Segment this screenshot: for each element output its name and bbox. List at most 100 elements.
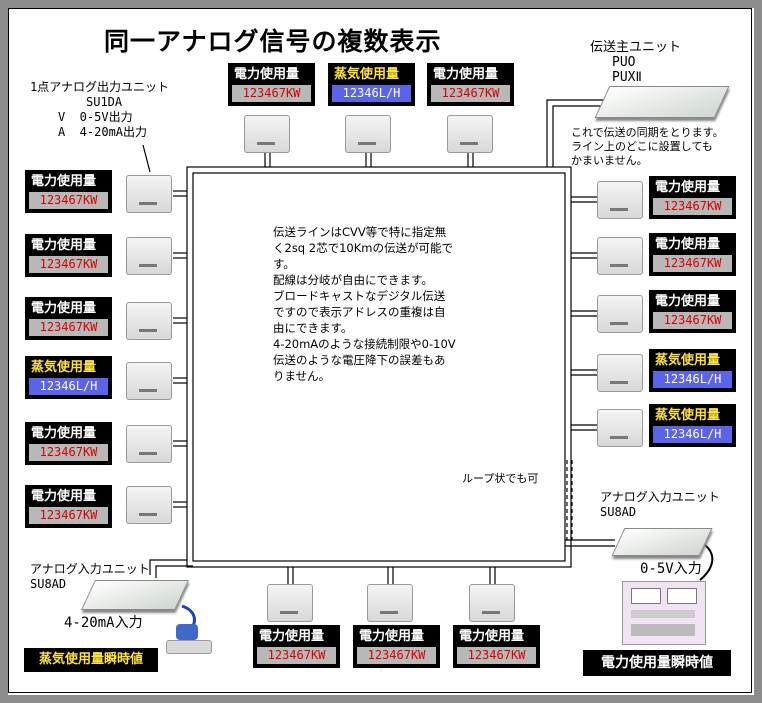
display-label: 蒸気使用量 <box>655 408 721 423</box>
display-right5: 蒸気使用量 12346L/H <box>649 404 736 447</box>
display-bottom2: 電力使用量 123467KW <box>353 625 440 668</box>
terminal-box-right5 <box>597 409 643 447</box>
power-instant-label: 電力使用量瞬時値 <box>583 650 731 676</box>
display-left4: 蒸気使用量 12346L/H <box>25 356 112 399</box>
display-bottom3: 電力使用量 123467KW <box>453 625 540 668</box>
display-value: 123467KW <box>457 647 536 664</box>
display-value: 123467KW <box>653 198 732 215</box>
terminal-box-bottom2 <box>367 584 413 622</box>
display-left2: 電力使用量 123467KW <box>25 234 112 277</box>
display-value: 123467KW <box>29 319 108 336</box>
display-value: 12346L/H <box>29 378 108 395</box>
display-value: 123467KW <box>431 85 510 102</box>
su1da-line3: V 0-5V出力 <box>58 110 133 124</box>
terminal-box-bottom1 <box>267 584 313 622</box>
su1da-line1: 1点アナログ出力ユニット <box>30 80 169 94</box>
master-unit-device <box>594 86 730 118</box>
display-left6: 電力使用量 123467KW <box>25 485 112 528</box>
display-value: 123467KW <box>653 255 732 272</box>
display-value: 123467KW <box>29 507 108 524</box>
page-title: 同一アナログ信号の複数表示 <box>104 27 442 56</box>
center-line9: 伝送のような電圧降下の誤差もあ <box>273 353 446 367</box>
loop-inner <box>192 172 566 562</box>
display-value: 123467KW <box>257 647 336 664</box>
terminal-box-top3 <box>447 115 493 153</box>
display-right2: 電力使用量 123467KW <box>649 233 736 276</box>
flow-meter-icon <box>166 624 212 654</box>
display-label: 電力使用量 <box>31 301 97 316</box>
display-value: 12346L/H <box>653 371 732 388</box>
center-line10: りません。 <box>273 369 331 383</box>
terminal-box-top2 <box>345 115 391 153</box>
terminal-box-right2 <box>597 237 643 275</box>
power-meter-panel-icon <box>622 581 706 645</box>
center-line3: す。 <box>273 257 295 271</box>
display-label: 電力使用量 <box>433 67 499 82</box>
display-right4: 蒸気使用量 12346L/H <box>649 349 736 392</box>
terminal-box-right1 <box>597 181 643 219</box>
display-label: 電力使用量 <box>655 237 721 252</box>
terminal-box-top1 <box>244 115 290 153</box>
terminal-box-right3 <box>597 295 643 333</box>
display-right3: 電力使用量 123467KW <box>649 290 736 333</box>
display-top2: 蒸気使用量 12346L/H <box>328 63 415 106</box>
display-label: 蒸気使用量 <box>31 360 97 375</box>
terminal-box-left4 <box>126 362 172 400</box>
display-left5: 電力使用量 123467KW <box>25 422 112 465</box>
display-label: 電力使用量 <box>655 294 721 309</box>
display-value: 123467KW <box>357 647 436 664</box>
su1da-line2: SU1DA <box>86 95 123 109</box>
su8ad-right-line1: アナログ入力ユニット <box>600 490 720 504</box>
su8ad-right-line2: SU8AD <box>600 505 637 519</box>
display-label: 電力使用量 <box>234 67 300 82</box>
display-value: 12346L/H <box>332 85 411 102</box>
display-label: 電力使用量 <box>359 629 425 644</box>
su8ad-left-line1: アナログ入力ユニット <box>30 562 150 576</box>
terminal-box-bottom3 <box>469 584 515 622</box>
loop-note: ループ状でも可 <box>462 472 539 485</box>
loop-outer <box>186 166 572 568</box>
display-value: 123467KW <box>29 192 108 209</box>
center-line2: く2sq 2芯で10Kmの伝送が可能で <box>273 241 453 255</box>
display-label: 電力使用量 <box>655 180 721 195</box>
terminal-box-left2 <box>126 237 172 275</box>
terminal-box-left3 <box>126 302 172 340</box>
master-line3: PUXⅡ <box>612 70 642 85</box>
display-value: 123467KW <box>653 312 732 329</box>
inner-frame <box>8 8 752 693</box>
su8ad-right-device <box>611 528 713 556</box>
terminal-box-left6 <box>126 486 172 524</box>
display-right1: 電力使用量 123467KW <box>649 176 736 219</box>
steam-instant-label: 蒸気使用量瞬時値 <box>24 648 158 672</box>
display-value: 123467KW <box>29 444 108 461</box>
master-line1: 伝送主ユニット <box>590 40 682 55</box>
display-label: 蒸気使用量 <box>334 67 400 82</box>
display-top3: 電力使用量 123467KW <box>427 63 514 106</box>
sync-line2: ライン上のどこに設置しても <box>571 140 713 153</box>
display-top1: 電力使用量 123467KW <box>228 63 315 106</box>
display-label: 電力使用量 <box>31 174 97 189</box>
center-line7: 由にできます。 <box>273 321 353 335</box>
center-line4: 配線は分岐が自由にできます。 <box>273 273 433 287</box>
display-value: 12346L/H <box>653 426 732 443</box>
display-label: 電力使用量 <box>31 238 97 253</box>
voltage-input-label: 0-5V入力 <box>640 561 702 577</box>
sync-line1: これで伝送の同期をとります。 <box>571 126 724 139</box>
center-line6: ですので表示アドレスの重複は自 <box>273 305 446 319</box>
display-value: 123467KW <box>29 256 108 273</box>
terminal-box-right4 <box>597 354 643 392</box>
display-label: 電力使用量 <box>459 629 525 644</box>
su1da-line4: A 4-20mA出力 <box>58 125 148 139</box>
display-value: 123467KW <box>232 85 311 102</box>
terminal-box-left5 <box>126 425 172 463</box>
center-line1: 伝送ラインはCVV等で特に指定無 <box>273 225 447 239</box>
center-line5: ブロードキャストなデジタル伝送 <box>273 289 446 303</box>
su8ad-left-device <box>81 580 189 610</box>
current-input-label: 4-20mA入力 <box>64 615 143 631</box>
display-label: 電力使用量 <box>31 489 97 504</box>
sync-line3: かまいません。 <box>571 154 648 167</box>
display-left1: 電力使用量 123467KW <box>25 170 112 213</box>
display-left3: 電力使用量 123467KW <box>25 297 112 340</box>
